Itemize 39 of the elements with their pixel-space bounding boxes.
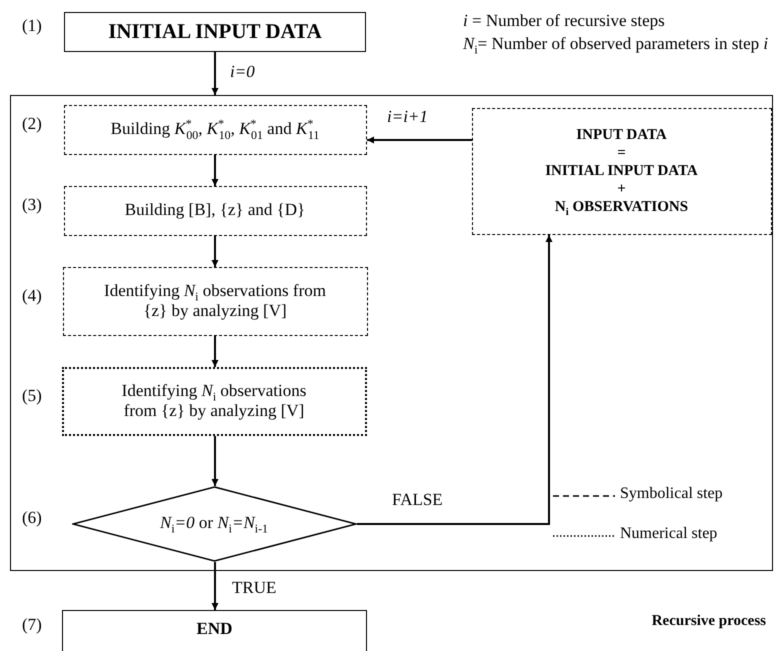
legend-text: Symbolical step [620, 485, 723, 503]
node-text: + [617, 180, 626, 198]
node-text: N$_{i}$ OBSERVATIONS [554, 198, 688, 216]
frame-title: Recursive process [652, 612, 766, 630]
arrow [212, 52, 218, 95]
legend-text: Numerical step [620, 525, 718, 543]
node-text: Building [B], {z} and {D} [124, 200, 306, 221]
step-number: (3) [22, 195, 42, 215]
arrow [212, 562, 218, 610]
arrow [212, 236, 218, 267]
note-text: N$_{i}$= Number of observed parameters in step i [463, 33, 768, 54]
node-text: N$_{i}$=0 or N$_{i}$=N$_{i-1}$ [160, 513, 268, 534]
process-box [62, 610, 367, 651]
node-text: INPUT DATA [576, 126, 667, 144]
decision-diamond [72, 486, 356, 562]
arrow [212, 155, 218, 186]
arrow [212, 436, 218, 486]
step-number: (6) [22, 508, 42, 528]
node-text: Identifying N$_{i}$ observations from {z} by analyzing [V] [104, 280, 326, 322]
step-number: (2) [22, 114, 42, 134]
node-text: = [617, 144, 626, 162]
process-box [472, 108, 772, 234]
step-number: (1) [22, 16, 42, 36]
process-box [62, 266, 368, 336]
process-box [64, 186, 366, 236]
node-text: Identifying N$_{i}$ observations from {z} by analyzing [V] [120, 380, 308, 422]
arrow [212, 336, 218, 367]
node-text: END [196, 619, 232, 640]
process-box [64, 12, 366, 52]
step-number: (7) [22, 615, 42, 635]
note-text: i = Number of recursive steps [463, 10, 665, 32]
node-text: INITIAL INPUT DATA [108, 19, 322, 45]
arrow [357, 235, 552, 525]
process-box [64, 104, 366, 154]
arrow [367, 136, 472, 144]
node-text: INITIAL INPUT DATA [545, 162, 698, 180]
step-number: (4) [22, 286, 42, 306]
process-box [62, 366, 366, 436]
step-number: (5) [22, 386, 42, 406]
